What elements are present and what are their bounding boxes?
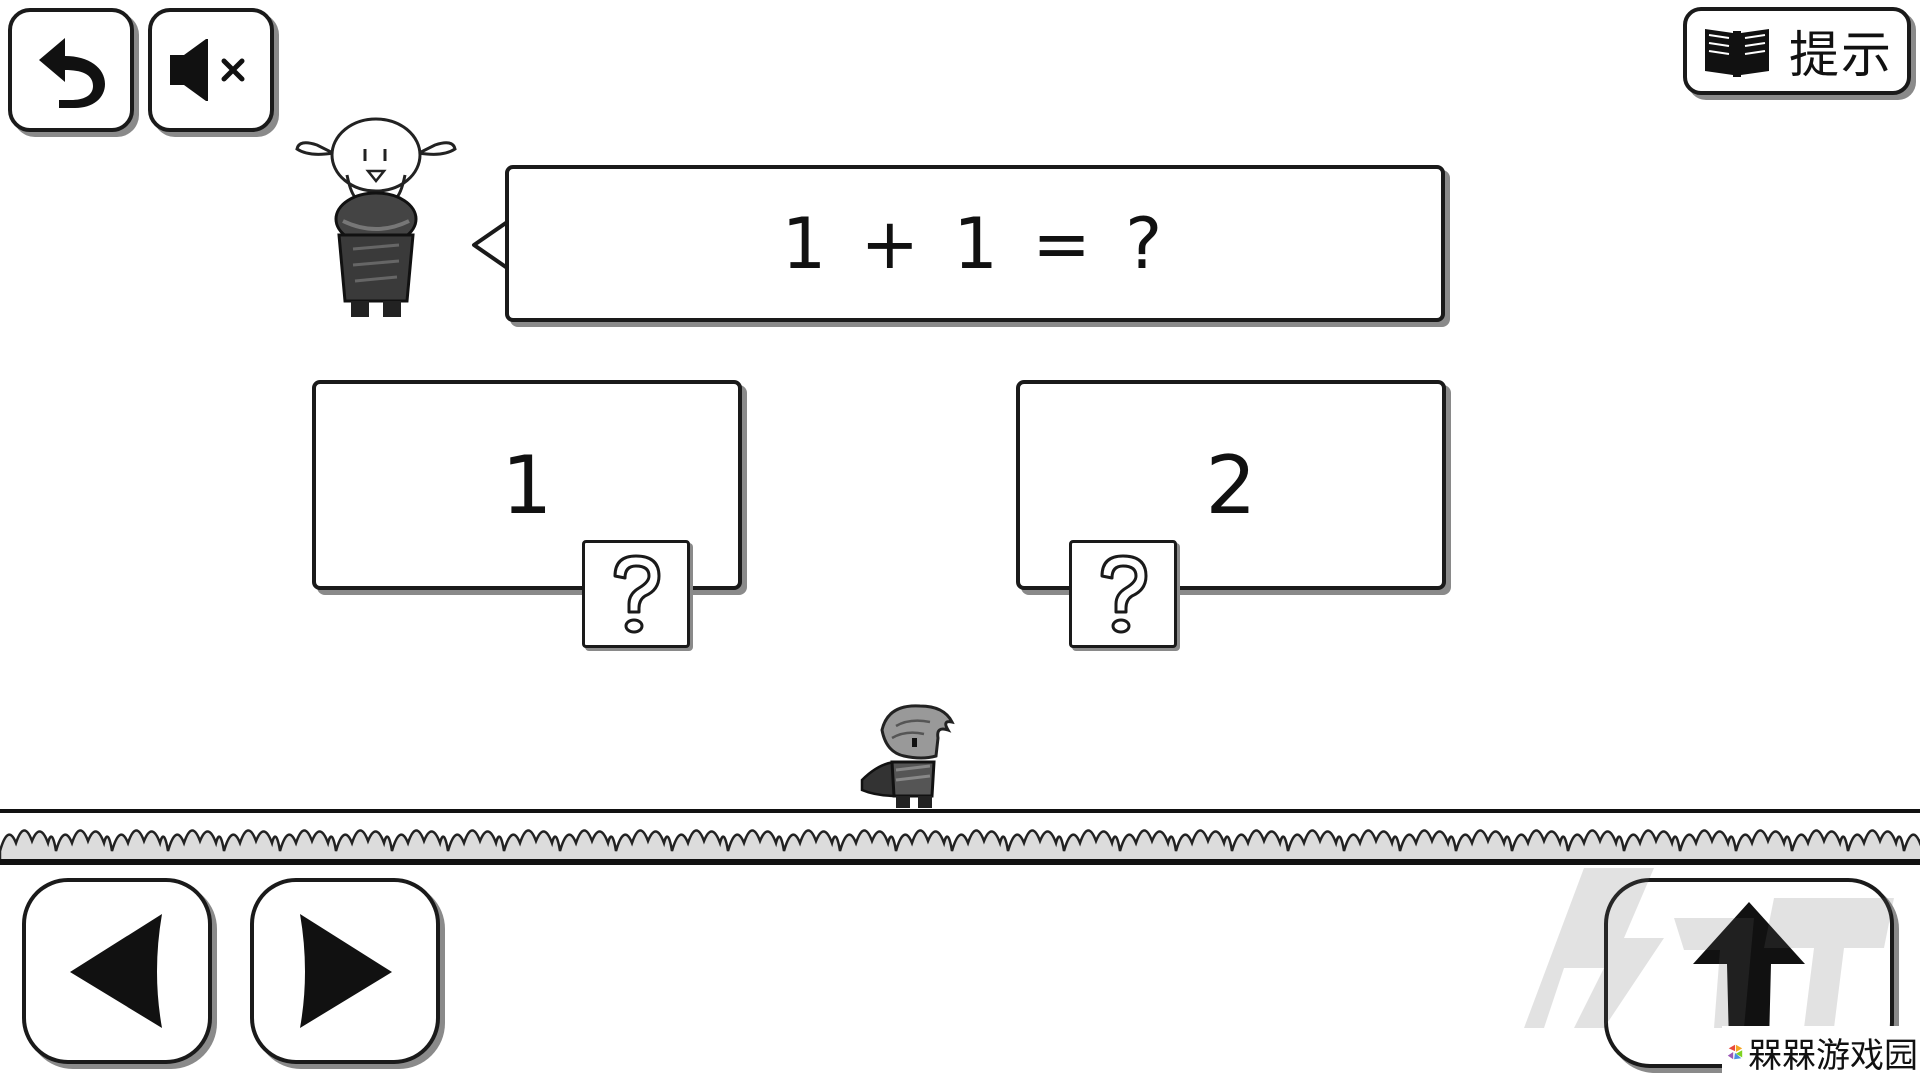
question-block-2[interactable] <box>1069 540 1177 648</box>
open-book-icon <box>1705 29 1769 77</box>
watermark-logo-mark-icon <box>1727 1044 1743 1060</box>
player-character-sprite <box>860 704 955 808</box>
watermark-site-text: 槑槑游戏园 <box>1748 1035 1918 1076</box>
question-bubble: 1 + 1 = ? <box>505 165 1445 322</box>
mute-button[interactable] <box>148 8 274 132</box>
watermark-logo-icon <box>1524 868 1894 1028</box>
watermark-site: 槑槑游戏园 <box>1722 1026 1918 1078</box>
hint-button[interactable]: 提示 <box>1683 7 1911 95</box>
undo-arrow-icon <box>39 38 105 108</box>
move-left-button[interactable] <box>22 878 212 1064</box>
grass-strip <box>0 829 1920 865</box>
grass-base-line <box>0 859 1920 865</box>
question-text: 1 + 1 = ? <box>781 202 1169 285</box>
triangle-right-icon <box>300 914 392 1028</box>
speaker-muted-icon <box>170 39 245 101</box>
arrow-up-icon <box>1693 902 1805 1044</box>
grass-tufts <box>0 829 1920 865</box>
answer-label: 2 <box>1205 438 1257 532</box>
move-right-button[interactable] <box>250 878 440 1064</box>
hint-label: 提示 <box>1789 26 1893 84</box>
ground-line <box>0 809 1920 813</box>
question-block-1[interactable] <box>582 540 690 648</box>
question-mark-icon <box>613 554 661 634</box>
answer-label: 1 <box>501 438 553 532</box>
triangle-left-icon <box>70 914 162 1028</box>
back-button[interactable] <box>8 8 134 132</box>
quiz-npc-sprite <box>295 117 457 317</box>
question-mark-icon <box>1100 554 1148 634</box>
